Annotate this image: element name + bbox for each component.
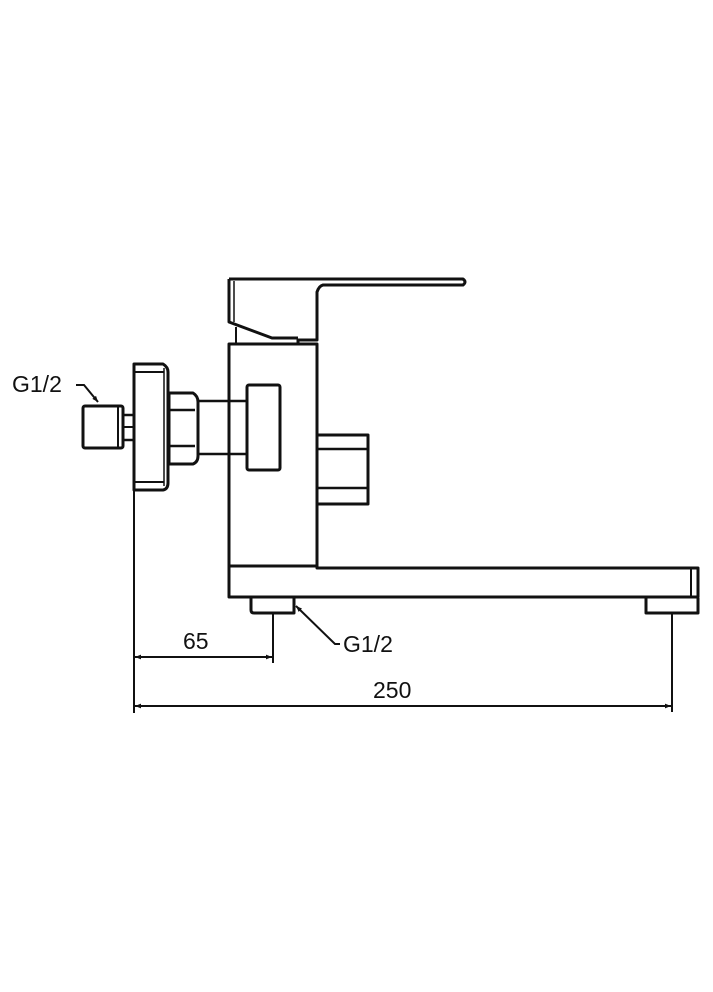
wall-flange	[132, 362, 170, 492]
outlet-leader	[295, 605, 340, 645]
dimension-250-label: 250	[373, 677, 412, 703]
inlet-thread-label: G1/2	[12, 371, 62, 397]
spout	[227, 566, 700, 599]
diverter-button	[317, 433, 370, 506]
dimension-65-label: 65	[183, 628, 209, 654]
outlet-connector	[249, 598, 296, 615]
eccentric-connector	[198, 399, 247, 456]
inlet-stem	[124, 413, 134, 442]
hex-nut	[167, 391, 200, 466]
inlet-leader	[76, 384, 99, 403]
diverter-knob	[245, 383, 282, 472]
spout-outlet	[644, 598, 700, 615]
inlet-fitting	[81, 404, 125, 450]
outlet-thread-label: G1/2	[343, 631, 393, 657]
lever-handle	[227, 277, 467, 344]
